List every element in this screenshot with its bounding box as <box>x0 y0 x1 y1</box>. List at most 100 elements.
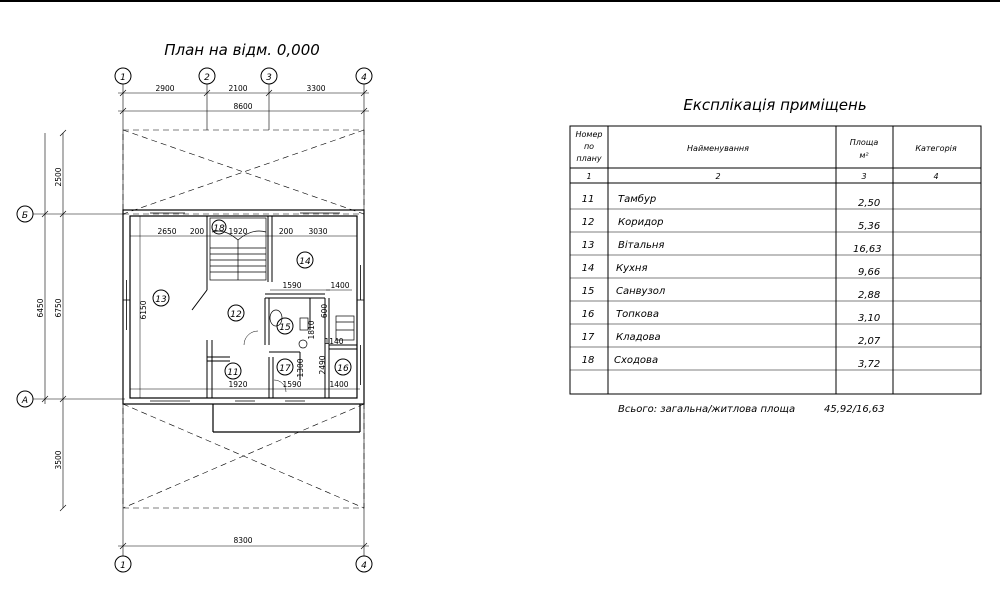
dim-inner-3030: 3030 <box>308 227 327 236</box>
svg-text:16: 16 <box>337 364 349 374</box>
axis-bubble-4-top: 4 <box>355 67 373 85</box>
explication-title: Експлікація приміщень <box>683 96 866 114</box>
svg-text:3,10: 3,10 <box>858 313 880 324</box>
table-row: 12 Коридор 5,36 <box>582 217 881 232</box>
room-bubble-18: 18 <box>211 219 227 235</box>
svg-text:Санвузол: Санвузол <box>616 286 666 297</box>
axis-bubble-2-top: 2 <box>198 67 216 85</box>
room-bubble-11: 11 <box>224 362 242 380</box>
axis-lines <box>33 84 365 556</box>
table-row: 11 Тамбур 2,50 <box>582 193 881 209</box>
svg-text:15: 15 <box>582 286 595 297</box>
svg-text:13: 13 <box>155 295 167 305</box>
dim-inner-1920b: 1920 <box>228 380 247 389</box>
axis-bubble-1-bottom: 1 <box>114 555 132 573</box>
dim-inner-2490: 2490 <box>318 355 327 374</box>
col-number-2: 2 <box>715 172 720 181</box>
svg-text:13: 13 <box>582 240 595 251</box>
svg-text:Топкова: Топкова <box>616 309 659 320</box>
svg-text:9,66: 9,66 <box>858 267 880 278</box>
dim-3300: 3300 <box>306 84 325 93</box>
dim-inner-1590b: 1590 <box>282 380 301 389</box>
sanitary-fixtures <box>243 309 355 393</box>
svg-text:1: 1 <box>120 561 126 571</box>
svg-text:16,63: 16,63 <box>853 244 882 255</box>
svg-text:Кухня: Кухня <box>616 263 648 274</box>
room-bubble-17: 17 <box>276 358 294 376</box>
svg-text:4: 4 <box>361 561 367 571</box>
svg-text:Б: Б <box>22 211 28 221</box>
explication-table-grid <box>569 125 982 395</box>
svg-text:17: 17 <box>279 364 291 374</box>
svg-text:17: 17 <box>582 332 595 343</box>
svg-text:18: 18 <box>213 224 225 234</box>
svg-text:2,88: 2,88 <box>858 290 880 301</box>
svg-text:16: 16 <box>582 309 595 320</box>
table-row: 17 Кладова 2,07 <box>582 332 881 347</box>
top-dimension-lines <box>118 89 369 115</box>
dim-inner-600: 600 <box>320 304 329 319</box>
table-row: 13 Вітальня 16,63 <box>582 239 882 255</box>
svg-text:А: А <box>21 396 28 406</box>
dim-inner-1810: 1810 <box>307 320 316 339</box>
header-cat: Категорія <box>915 144 957 153</box>
svg-text:Коридор: Коридор <box>618 217 663 228</box>
dim-inner-1400a: 1400 <box>330 281 349 290</box>
axis-bubble-b: Б <box>16 205 34 223</box>
dim-inner-1400b: 1400 <box>329 380 348 389</box>
total-value: 45,92/16,63 <box>824 404 885 415</box>
room-bubble-16: 16 <box>334 358 352 376</box>
svg-text:2,07: 2,07 <box>858 336 881 347</box>
table-row: 14 Кухня 9,66 <box>582 263 881 278</box>
svg-text:15: 15 <box>279 323 291 333</box>
dim-inner-1140: 1140 <box>324 337 343 346</box>
svg-text:Вітальня: Вітальня <box>618 239 664 251</box>
svg-text:2,50: 2,50 <box>858 198 880 209</box>
axis-bubble-3-top: 3 <box>260 67 278 85</box>
col-number-1: 1 <box>586 172 591 181</box>
dim-3500: 3500 <box>54 450 63 469</box>
dim-2900: 2900 <box>155 84 174 93</box>
bottom-dimension-line <box>118 542 369 550</box>
svg-text:12: 12 <box>230 310 242 320</box>
interior-dimension-lines <box>130 216 360 398</box>
top-border-line <box>0 0 1000 2</box>
dim-inner-6150: 6150 <box>139 300 148 319</box>
table-row: 16 Топкова 3,10 <box>582 309 881 324</box>
svg-text:11: 11 <box>227 368 238 378</box>
dim-6750: 6750 <box>54 298 63 317</box>
plan-title: План на відм. 0,000 <box>164 41 320 59</box>
dim-inner-1920: 1920 <box>228 227 247 236</box>
dim-inner-200a: 200 <box>190 227 205 236</box>
svg-text:Тамбур: Тамбур <box>618 193 656 205</box>
header-name: Найменування <box>687 144 749 153</box>
staircase <box>209 217 267 281</box>
dim-2500: 2500 <box>54 167 63 186</box>
left-dimension-lines <box>41 129 67 512</box>
explication-row-lines <box>570 208 981 371</box>
dim-2100: 2100 <box>228 84 247 93</box>
room-bubble-13: 13 <box>152 289 170 307</box>
svg-text:3,72: 3,72 <box>858 359 880 370</box>
total-label: Всього: загальна/житлова площа <box>618 404 795 415</box>
svg-text:14: 14 <box>582 263 595 274</box>
dim-8600: 8600 <box>233 102 252 111</box>
dim-inner-1590a: 1590 <box>282 281 301 290</box>
svg-text:14: 14 <box>299 257 311 267</box>
svg-text:2: 2 <box>204 73 210 83</box>
svg-text:12: 12 <box>582 217 595 228</box>
dim-inner-1300: 1300 <box>296 358 305 377</box>
svg-text:Сходова: Сходова <box>614 355 658 366</box>
dim-8300: 8300 <box>233 536 252 545</box>
axis-bubble-1-top: 1 <box>114 67 132 85</box>
svg-text:3: 3 <box>266 73 272 83</box>
dim-6450: 6450 <box>36 298 45 317</box>
col-number-4: 4 <box>933 172 938 181</box>
svg-text:5,36: 5,36 <box>858 221 880 232</box>
svg-text:11: 11 <box>582 194 595 205</box>
svg-text:Кладова: Кладова <box>616 332 661 343</box>
interior-partitions <box>191 216 357 398</box>
svg-text:1: 1 <box>120 73 126 83</box>
